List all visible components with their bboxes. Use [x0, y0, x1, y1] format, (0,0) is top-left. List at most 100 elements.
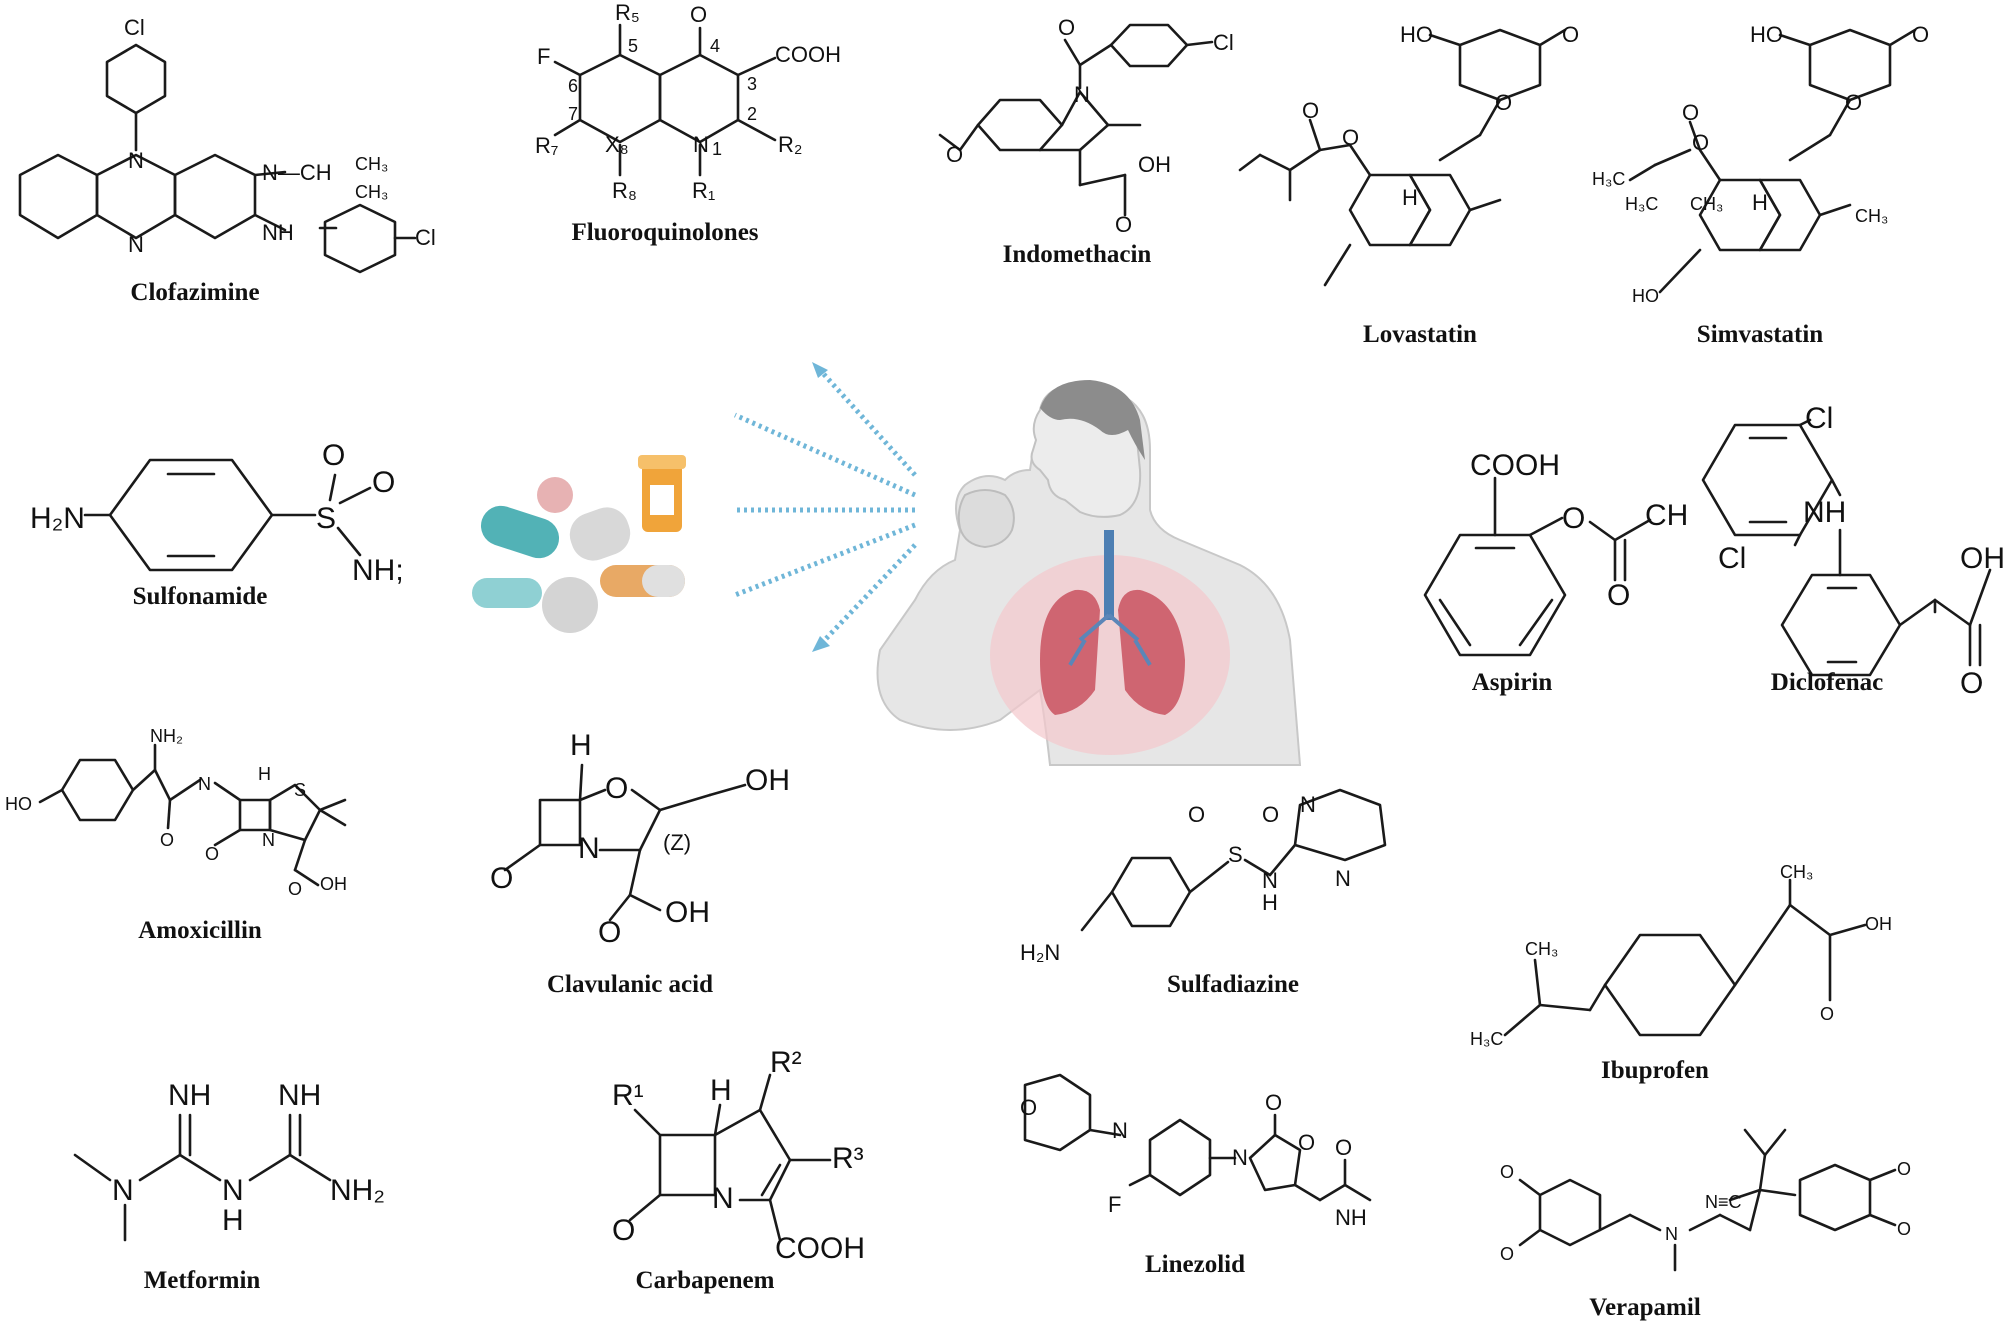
- atom-oh: OH: [1865, 914, 1892, 934]
- atom-s: S: [294, 780, 306, 800]
- structure-clavulanic-acid: H O N O (Z) OH O OH Clavulanic acid: [490, 729, 790, 998]
- atom-r1: R¹: [612, 1079, 644, 1112]
- atom-oh: OH: [745, 764, 790, 797]
- atom-cl: Cl: [415, 225, 436, 250]
- atom-o: O: [372, 466, 395, 499]
- atom-f: F: [537, 44, 550, 69]
- atom-o: O: [612, 1214, 635, 1247]
- atom-n: N: [1074, 82, 1090, 107]
- atom-ho: HO: [1400, 22, 1433, 47]
- drug-name-diclofenac: Diclofenac: [1771, 669, 1883, 696]
- drug-name-metformin: Metformin: [144, 1267, 261, 1294]
- drug-name-fluoroquinolones: Fluoroquinolones: [571, 219, 758, 246]
- atom-h2n: H₂N: [30, 502, 85, 535]
- atom-ch3: CH₃: [355, 182, 388, 202]
- atom-o: O: [1912, 22, 1929, 47]
- locant: 6: [568, 76, 578, 96]
- drug-name-lovastatin: Lovastatin: [1363, 321, 1477, 348]
- atom-h: H: [222, 1204, 244, 1237]
- atom-cl: Cl: [124, 15, 145, 40]
- atom-o: O: [1845, 90, 1862, 115]
- structure-sulfadiazine: O O S N H N N H₂N Sulfadiazine: [1020, 788, 1387, 998]
- atom-cl: Cl: [1805, 402, 1833, 435]
- atom-n: N: [128, 148, 144, 173]
- atom-h: H: [710, 1074, 732, 1107]
- atom-o: O: [1265, 1090, 1282, 1115]
- atom-oh: OH: [1138, 152, 1171, 177]
- atom-h2n: H₂N: [1020, 940, 1060, 965]
- atom-o: O: [605, 772, 628, 805]
- drug-name-carbapenem: Carbapenem: [636, 1267, 775, 1294]
- atom-oh: OH: [1960, 542, 2005, 575]
- atom-o: O: [1020, 1095, 1037, 1120]
- atom-h: H: [1402, 185, 1418, 210]
- atom-ho: HO: [1750, 22, 1783, 47]
- structure-amoxicillin: NH₂ HO O N H S N O O OH Amoxicillin: [5, 726, 347, 944]
- atom-nh2: NH₂: [150, 726, 183, 746]
- drug-name-clofazimine: Clofazimine: [130, 279, 259, 306]
- drug-name-verapamil: Verapamil: [1589, 1294, 1701, 1321]
- drug-name-aspirin: Aspirin: [1472, 669, 1553, 696]
- drug-name-indomethacin: Indomethacin: [1003, 241, 1152, 268]
- atom-o: O: [1115, 212, 1132, 237]
- atom-o: O: [205, 844, 219, 864]
- atom-r2: R²: [770, 1046, 802, 1079]
- atom-ho: HO: [1632, 286, 1659, 306]
- capsule-icon: [472, 505, 685, 608]
- atom-o: O: [1335, 1135, 1352, 1160]
- atom-n-ch: N—CH: [262, 160, 332, 185]
- atom-r1: R₁: [692, 178, 715, 203]
- atom-r2: R₂: [778, 132, 802, 157]
- atom-h: H: [1262, 890, 1278, 915]
- atom-ch3: CH₃: [1780, 862, 1813, 882]
- atom-ho: HO: [5, 794, 32, 814]
- center-illustration: [472, 362, 1302, 766]
- atom-n: N: [578, 832, 600, 865]
- locant: 7: [568, 104, 578, 124]
- drug-name-ibuprofen: Ibuprofen: [1601, 1057, 1709, 1084]
- atom-o: O: [1562, 22, 1579, 47]
- drug-name-linezolid: Linezolid: [1145, 1251, 1245, 1278]
- atom-o: O: [1342, 125, 1359, 150]
- atom-n: N: [712, 1182, 734, 1215]
- atom-n: N: [1300, 792, 1316, 817]
- atom-o: O: [598, 916, 621, 949]
- structure-aspirin: COOH O O CH Aspirin: [1423, 449, 1688, 696]
- locant: 3: [747, 74, 757, 94]
- atom-r7: R₇: [535, 133, 558, 158]
- atom-ch: CH: [1645, 499, 1688, 532]
- drug-name-sulfonamide: Sulfonamide: [133, 583, 268, 610]
- atom-o: O: [160, 830, 174, 850]
- atom-o: O: [1820, 1004, 1834, 1024]
- drug-name-amoxicillin: Amoxicillin: [138, 917, 262, 944]
- atom-o: O: [1960, 667, 1983, 700]
- atom-o: O: [1692, 130, 1709, 155]
- atom-oh: OH: [665, 896, 710, 929]
- atom-cl: Cl: [1718, 542, 1746, 575]
- atom-cooh: COOH: [775, 1232, 865, 1265]
- atom-h3c: H₃C: [1470, 1029, 1503, 1049]
- atom-n: N: [1262, 868, 1278, 893]
- atom-o: O: [1897, 1219, 1911, 1239]
- atom-s: S: [1228, 842, 1243, 867]
- structure-linezolid: O N F N O O O NH Linezolid: [1020, 1073, 1372, 1278]
- atom-o: O: [288, 879, 302, 899]
- atom-n: N: [262, 830, 275, 850]
- atom-n: N: [1335, 866, 1351, 891]
- atom-nh: NH: [1335, 1205, 1367, 1230]
- drug-name-sulfadiazine: Sulfadiazine: [1167, 971, 1299, 998]
- structure-sulfonamide: H₂N S O O NH; Sulfonamide: [30, 439, 404, 610]
- atom-cl: Cl: [1213, 30, 1234, 55]
- atom-ch3: CH₃: [355, 154, 388, 174]
- structure-lovastatin: HO O O O O H Lovastatin: [1238, 22, 1579, 348]
- atom-o: O: [946, 142, 963, 167]
- atom-nh: NH: [168, 1079, 211, 1112]
- structure-verapamil: O O N N≡C O O Verapamil: [1500, 1128, 1911, 1321]
- structure-diclofenac: Cl NH Cl OH O Diclofenac: [1701, 402, 2005, 700]
- atom-o: O: [1495, 90, 1512, 115]
- atom-n: N: [1232, 1145, 1248, 1170]
- atom-nitrile: N≡C: [1705, 1192, 1742, 1212]
- atom-h3c: H₃C: [1625, 194, 1658, 214]
- atom-ch3: CH₃: [1855, 206, 1888, 226]
- atom-n: N: [693, 132, 709, 157]
